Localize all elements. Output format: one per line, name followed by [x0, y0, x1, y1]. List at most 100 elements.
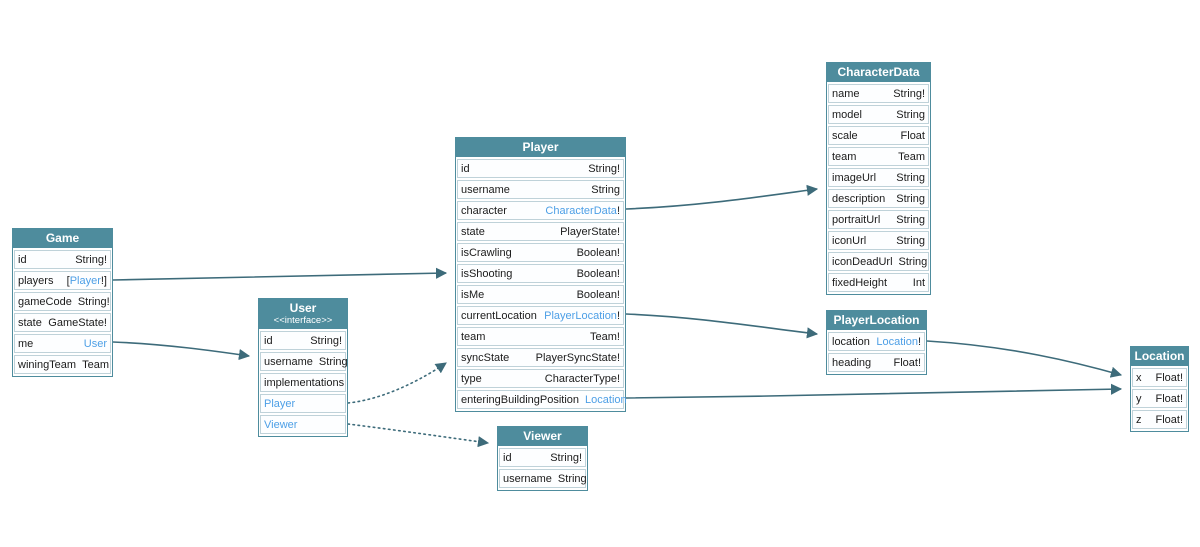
- field-name: isMe: [461, 288, 485, 301]
- entity-header-player[interactable]: Player: [456, 138, 625, 157]
- field-type: Boolean!: [576, 246, 620, 259]
- entity-header-characterdata[interactable]: CharacterData: [827, 63, 930, 82]
- field-type: Float: [900, 129, 925, 142]
- field-name: players: [18, 274, 54, 287]
- edge-user-viewer-implementation: [347, 423, 490, 448]
- entity-header-user[interactable]: User<<interface>>: [259, 299, 347, 329]
- field-type: Boolean!: [576, 267, 620, 280]
- field-row-implementations[interactable]: implementations: [260, 373, 346, 392]
- type-ref-link[interactable]: Location: [876, 335, 918, 348]
- field-row-id[interactable]: id String!: [260, 331, 346, 350]
- field-type: Float!: [1155, 371, 1183, 384]
- field-row-winingteam[interactable]: winingTeam Team: [14, 355, 111, 374]
- field-row-x[interactable]: x Float!: [1132, 368, 1187, 387]
- type-ref-link[interactable]: Location: [585, 393, 627, 406]
- field-name: y: [1136, 392, 1142, 405]
- entity-title: CharacterData: [837, 65, 920, 79]
- entity-header-playerlocation[interactable]: PlayerLocation: [827, 311, 926, 330]
- field-type: String: [557, 472, 587, 485]
- field-row-username[interactable]: username String: [499, 469, 587, 488]
- field-name: fixedHeight: [832, 276, 888, 289]
- field-name: state: [461, 225, 485, 238]
- field-name: state: [18, 316, 42, 329]
- field-type: Team!: [590, 330, 620, 343]
- field-type: Location: [585, 394, 627, 406]
- field-row-players[interactable]: players[Player!]: [14, 271, 111, 290]
- implementation-link[interactable]: Viewer: [264, 418, 298, 431]
- field-name: character: [461, 204, 507, 217]
- field-name: x: [1136, 371, 1142, 384]
- field-type: String!: [310, 334, 342, 347]
- entity-header-game[interactable]: Game: [13, 229, 112, 248]
- entity-header-location[interactable]: Location: [1131, 347, 1188, 366]
- field-type: String: [896, 213, 925, 226]
- entity-title: Location: [1134, 349, 1185, 363]
- type-ref-link[interactable]: CharacterData: [545, 204, 617, 217]
- edge-game-players-to-player: [112, 267, 448, 281]
- field-row-state[interactable]: state PlayerState!: [457, 222, 624, 241]
- field-type: CharacterData!: [545, 204, 620, 217]
- field-row-character[interactable]: character CharacterData!: [457, 201, 624, 220]
- field-type: Team: [82, 358, 109, 371]
- field-row-player[interactable]: Player: [260, 394, 346, 413]
- field-type: User: [84, 338, 107, 350]
- field-name: username: [461, 183, 510, 196]
- field-row-viewer[interactable]: Viewer: [260, 415, 346, 434]
- entity-title: Viewer: [523, 429, 562, 443]
- field-name: winingTeam: [18, 358, 77, 371]
- field-name: scale: [832, 129, 858, 142]
- edge-player-character-to-characterdata: [625, 184, 819, 210]
- field-type: PlayerState!: [560, 225, 620, 238]
- implementation-link[interactable]: Player: [264, 397, 296, 410]
- field-type: Team: [898, 150, 925, 163]
- field-type: String: [896, 234, 925, 247]
- field-type: String: [896, 108, 925, 121]
- field-type: String!: [893, 87, 925, 100]
- entity-header-viewer[interactable]: Viewer: [498, 427, 587, 446]
- field-name: username: [503, 472, 552, 485]
- field-type: String!: [75, 253, 107, 266]
- field-name: id: [264, 334, 273, 347]
- field-row-scale[interactable]: scale Float: [828, 126, 929, 145]
- type-ref-link[interactable]: PlayerLocation: [544, 309, 617, 322]
- type-ref-link[interactable]: User: [83, 337, 107, 350]
- type-ref-link[interactable]: Player: [69, 274, 101, 287]
- field-type: Float!: [893, 356, 921, 369]
